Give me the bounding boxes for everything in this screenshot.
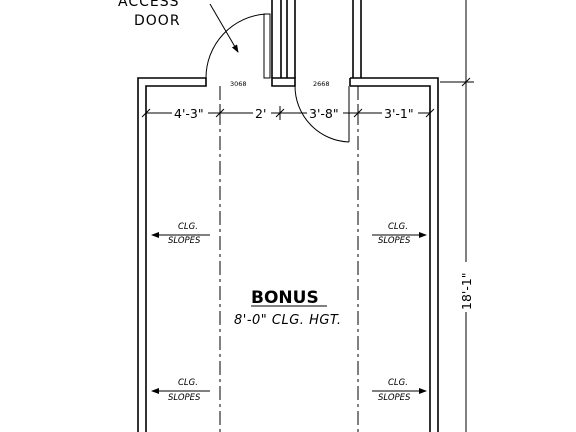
slope-note-lower-left: CLG. SLOPES — [151, 378, 210, 403]
hall-walls — [271, 0, 362, 78]
vertical-dimension-line — [440, 0, 474, 432]
svg-text:SLOPES: SLOPES — [168, 393, 201, 403]
access-door-label-line2: DOOR — [134, 13, 181, 29]
slope-note-upper-right: CLG. SLOPES — [372, 222, 427, 246]
access-door — [205, 13, 271, 86]
svg-text:SLOPES: SLOPES — [378, 236, 411, 246]
room-door — [294, 85, 350, 143]
dimension-height: 18'-1" — [459, 272, 474, 310]
svg-text:CLG.: CLG. — [388, 378, 408, 388]
svg-text:CLG.: CLG. — [178, 378, 198, 388]
svg-text:SLOPES: SLOPES — [378, 393, 411, 403]
dimension-seg1: 4'-3" — [174, 106, 204, 121]
svg-text:CLG.: CLG. — [388, 222, 408, 232]
dimension-seg3: 3'-8" — [309, 106, 339, 121]
svg-text:SLOPES: SLOPES — [168, 236, 201, 246]
slope-note-lower-right: CLG. SLOPES — [372, 378, 427, 403]
door-size-left: 3068 — [230, 80, 247, 88]
svg-text:CLG.: CLG. — [178, 222, 198, 232]
access-door-label-line1: ACCESS — [118, 0, 180, 10]
room-ceiling-height: 8'-0" CLG. HGT. — [234, 313, 341, 328]
room-name: BONUS — [251, 288, 319, 308]
door-size-right: 2668 — [313, 80, 330, 88]
dimension-seg2: 2' — [255, 106, 266, 121]
dimension-seg4: 3'-1" — [384, 106, 414, 121]
slope-note-upper-left: CLG. SLOPES — [151, 222, 210, 246]
access-door-leader — [209, 3, 239, 53]
